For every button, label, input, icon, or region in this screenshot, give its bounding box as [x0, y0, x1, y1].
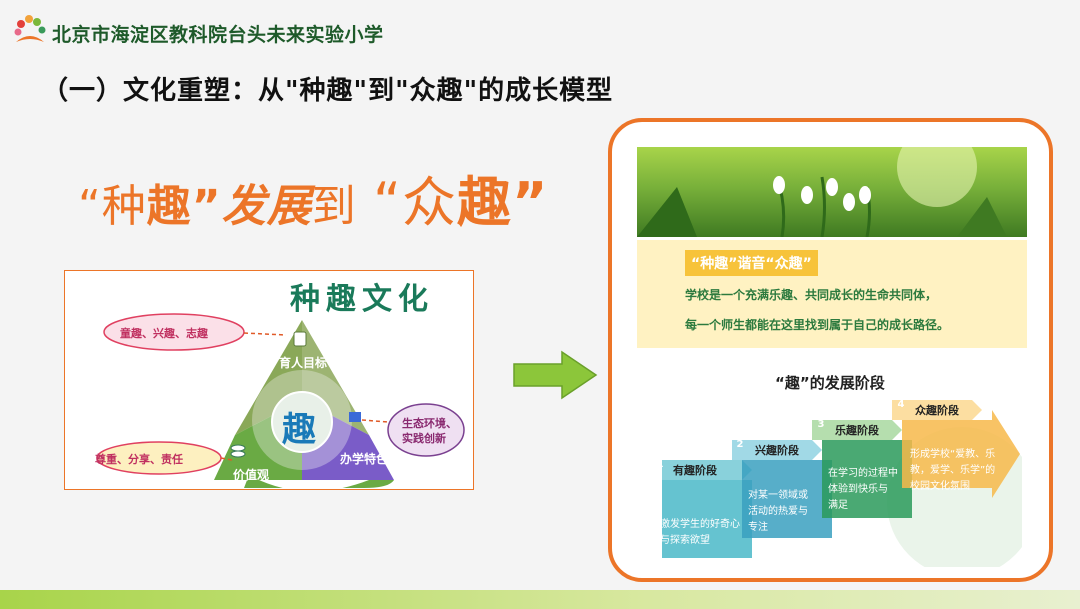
step-desc-line: 对某一领域或 — [748, 490, 808, 501]
flag-icon — [349, 412, 361, 422]
cloud-right-text: 生态环境、 实践创新 — [402, 416, 457, 446]
slogan-part: 到 — [311, 181, 357, 232]
cloud-top-text: 童趣、兴趣、志趣 — [120, 327, 208, 340]
step-label: 众趣阶段 — [915, 404, 959, 417]
center-char: 趣 — [282, 410, 316, 450]
cloud-left-text: 尊重、分享、责任 — [95, 453, 183, 466]
cloud-right-line: 生态环境、 — [402, 417, 457, 430]
step-desc-line: 活动的热爱与 — [748, 506, 808, 517]
info-line: 每一个师生都能在这里找到属于自己的成长路径。 — [685, 318, 950, 332]
homophone-tag: “种趣”谐音“众趣” — [685, 250, 818, 276]
left-label: 价值观 — [233, 468, 270, 482]
step-desc-line: 满足 — [828, 500, 848, 511]
coins-icon — [230, 444, 246, 452]
step-desc-line: 校园文化氛围 — [910, 481, 970, 492]
top-label: 育人目标 — [279, 356, 328, 370]
culture-diagram — [96, 313, 465, 488]
step-number: 1 — [656, 459, 664, 470]
school-name: 北京市海淀区教科院台头未来实验小学 — [52, 24, 384, 46]
snowdrop-photo — [637, 147, 1027, 237]
stage-title: “趣”的发展阶段 — [775, 374, 885, 392]
slogan-part: 发展 — [221, 181, 312, 232]
info-line: 学校是一个充满乐趣、共同成长的生命共同体， — [685, 288, 938, 302]
step-desc-line: 在学习的过程中 — [828, 468, 898, 479]
step-desc: 对某一领域或 活动的热爱与 专注 — [748, 488, 808, 536]
step-label: 有趣阶段 — [673, 464, 717, 477]
culture-diagram-title: 种趣文化 — [290, 282, 434, 317]
right-arrow-icon — [513, 350, 598, 400]
school-logo-icon — [14, 15, 46, 42]
info-panel: “种趣”谐音“众趣” 学校是一个充满乐趣、共同成长的生命共同体， 每一个师生都能… — [608, 118, 1053, 582]
slogan-part: 趣” — [457, 171, 549, 234]
slogan-part: “众 — [373, 171, 458, 234]
slogan: “种趣”发展到 “众趣” — [78, 158, 549, 237]
step-desc-line: 与探索欲望 — [660, 535, 710, 546]
footer-band — [0, 590, 1080, 609]
step-number: 4 — [897, 399, 905, 410]
step-desc-line: 激发学生的好奇心 — [660, 519, 740, 530]
step-desc-line: 教，爱学、乐学”的 — [910, 465, 996, 476]
step-desc-line: 体验到快乐与 — [828, 484, 888, 495]
step-number: 2 — [736, 439, 744, 450]
slogan-part: “种 — [78, 181, 147, 232]
stage-staircase — [662, 400, 1022, 567]
page-title: （一）文化重塑：从"种趣"到"众趣"的成长模型 — [42, 76, 614, 106]
step-label: 乐趣阶段 — [835, 424, 879, 437]
right-label: 办学特色 — [340, 452, 389, 466]
step-desc-line: 形成学校“爱教、乐 — [910, 449, 996, 460]
step-desc: 在学习的过程中 体验到快乐与 满足 — [828, 466, 898, 514]
step-label: 兴趣阶段 — [755, 444, 799, 457]
step-number: 3 — [817, 419, 825, 430]
step-desc-line: 专注 — [748, 522, 768, 533]
book-icon — [293, 331, 307, 347]
cloud-right-line: 实践创新 — [402, 432, 446, 445]
step-desc: 形成学校“爱教、乐 教，爱学、乐学”的 校园文化氛围 — [910, 447, 995, 495]
step-desc: 激发学生的好奇心 与探索欲望 — [660, 517, 740, 549]
slogan-part: 趣” — [146, 181, 222, 232]
